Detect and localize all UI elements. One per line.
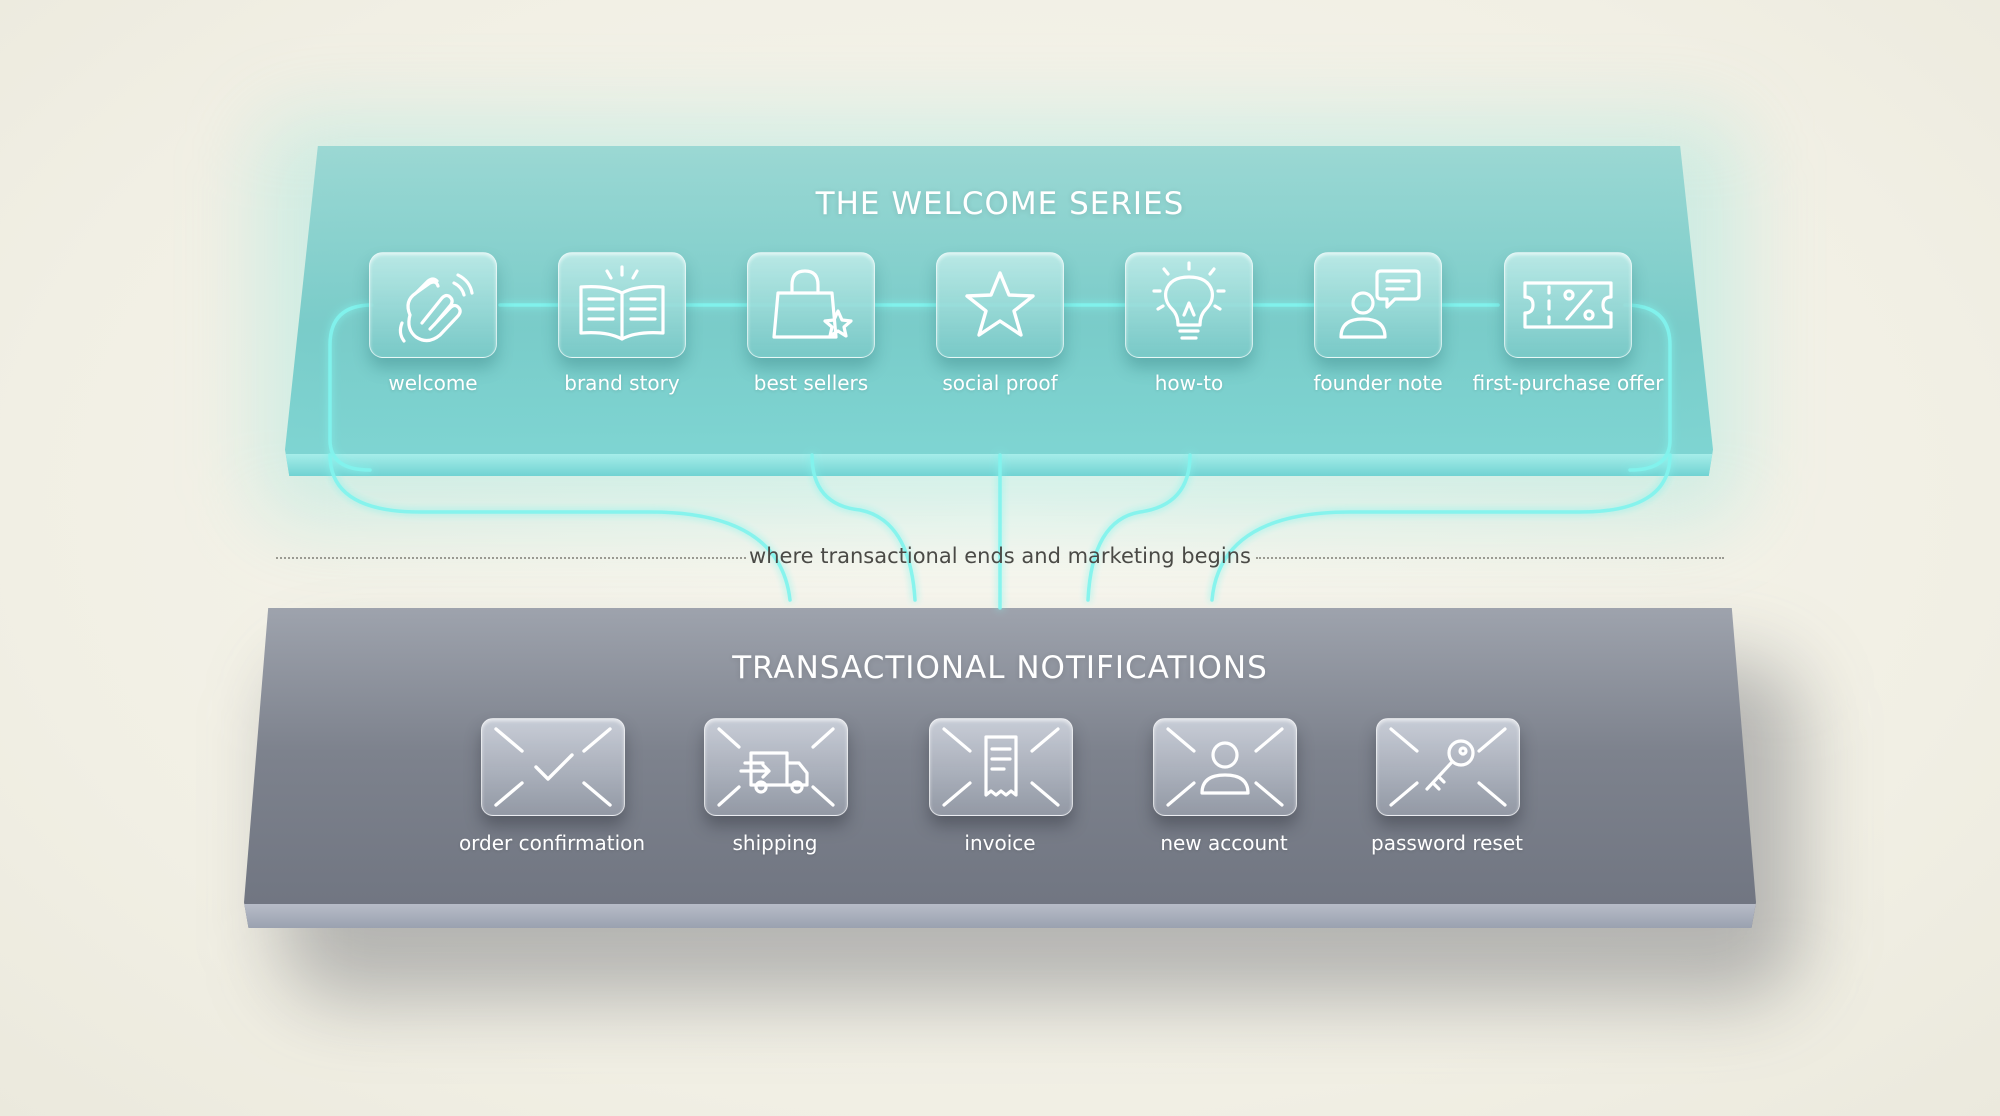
step-label: first-purchase offer [1472, 371, 1664, 395]
welcome-step-founder-note: founder note [1283, 252, 1473, 452]
step-label: brand story [564, 371, 680, 395]
welcome-series-title: THE WELCOME SERIES [815, 186, 1185, 222]
envelope-receipt-icon [942, 727, 1060, 807]
transactional-order-confirmation: order confirmation [442, 718, 662, 878]
welcome-panel-edge [285, 454, 1713, 476]
transactional-title: TRANSACTIONAL NOTIFICATIONS [732, 650, 1268, 686]
step-label: welcome [388, 371, 478, 395]
welcome-step-best-sellers: best sellers [716, 252, 906, 452]
welcome-step-welcome: welcome [338, 252, 528, 452]
star-icon [965, 271, 1035, 337]
boundary-dotted-line-right [1256, 557, 1724, 559]
person-speech-bubble-icon [1339, 269, 1421, 339]
transactional-panel-edge [244, 904, 1756, 928]
item-label: invoice [964, 831, 1036, 855]
percent-ticket-icon [1523, 281, 1613, 329]
envelope-truck-icon [717, 727, 835, 807]
welcome-step-social-proof: social proof [905, 252, 1095, 452]
step-label: social proof [942, 371, 1058, 395]
step-label: how-to [1154, 371, 1224, 395]
step-label: founder note [1313, 371, 1443, 395]
item-label: new account [1160, 831, 1288, 855]
shopping-bag-star-icon [772, 269, 853, 339]
transactional-invoice: invoice [890, 718, 1110, 878]
waving-hand-icon [398, 273, 474, 343]
item-label: shipping [732, 831, 818, 855]
step-label: best sellers [753, 371, 869, 395]
transactional-new-account: new account [1114, 718, 1334, 878]
welcome-step-first-purchase-offer: first-purchase offer [1472, 252, 1664, 452]
item-label: order confirmation [458, 831, 646, 855]
envelope-key-icon [1389, 727, 1507, 807]
envelope-person-icon [1166, 727, 1284, 807]
envelope-check-icon [494, 727, 612, 807]
lightbulb-icon [1152, 261, 1226, 340]
open-book-icon [579, 265, 665, 341]
welcome-step-how-to: how-to [1094, 252, 1284, 452]
transactional-password-reset: password reset [1337, 718, 1557, 878]
boundary-label: where transactional ends and marketing b… [749, 544, 1251, 568]
item-label: password reset [1371, 831, 1523, 855]
transactional-shipping: shipping [665, 718, 885, 878]
boundary-divider: where transactional ends and marketing b… [276, 544, 1724, 574]
welcome-step-brand-story: brand story [527, 252, 717, 452]
